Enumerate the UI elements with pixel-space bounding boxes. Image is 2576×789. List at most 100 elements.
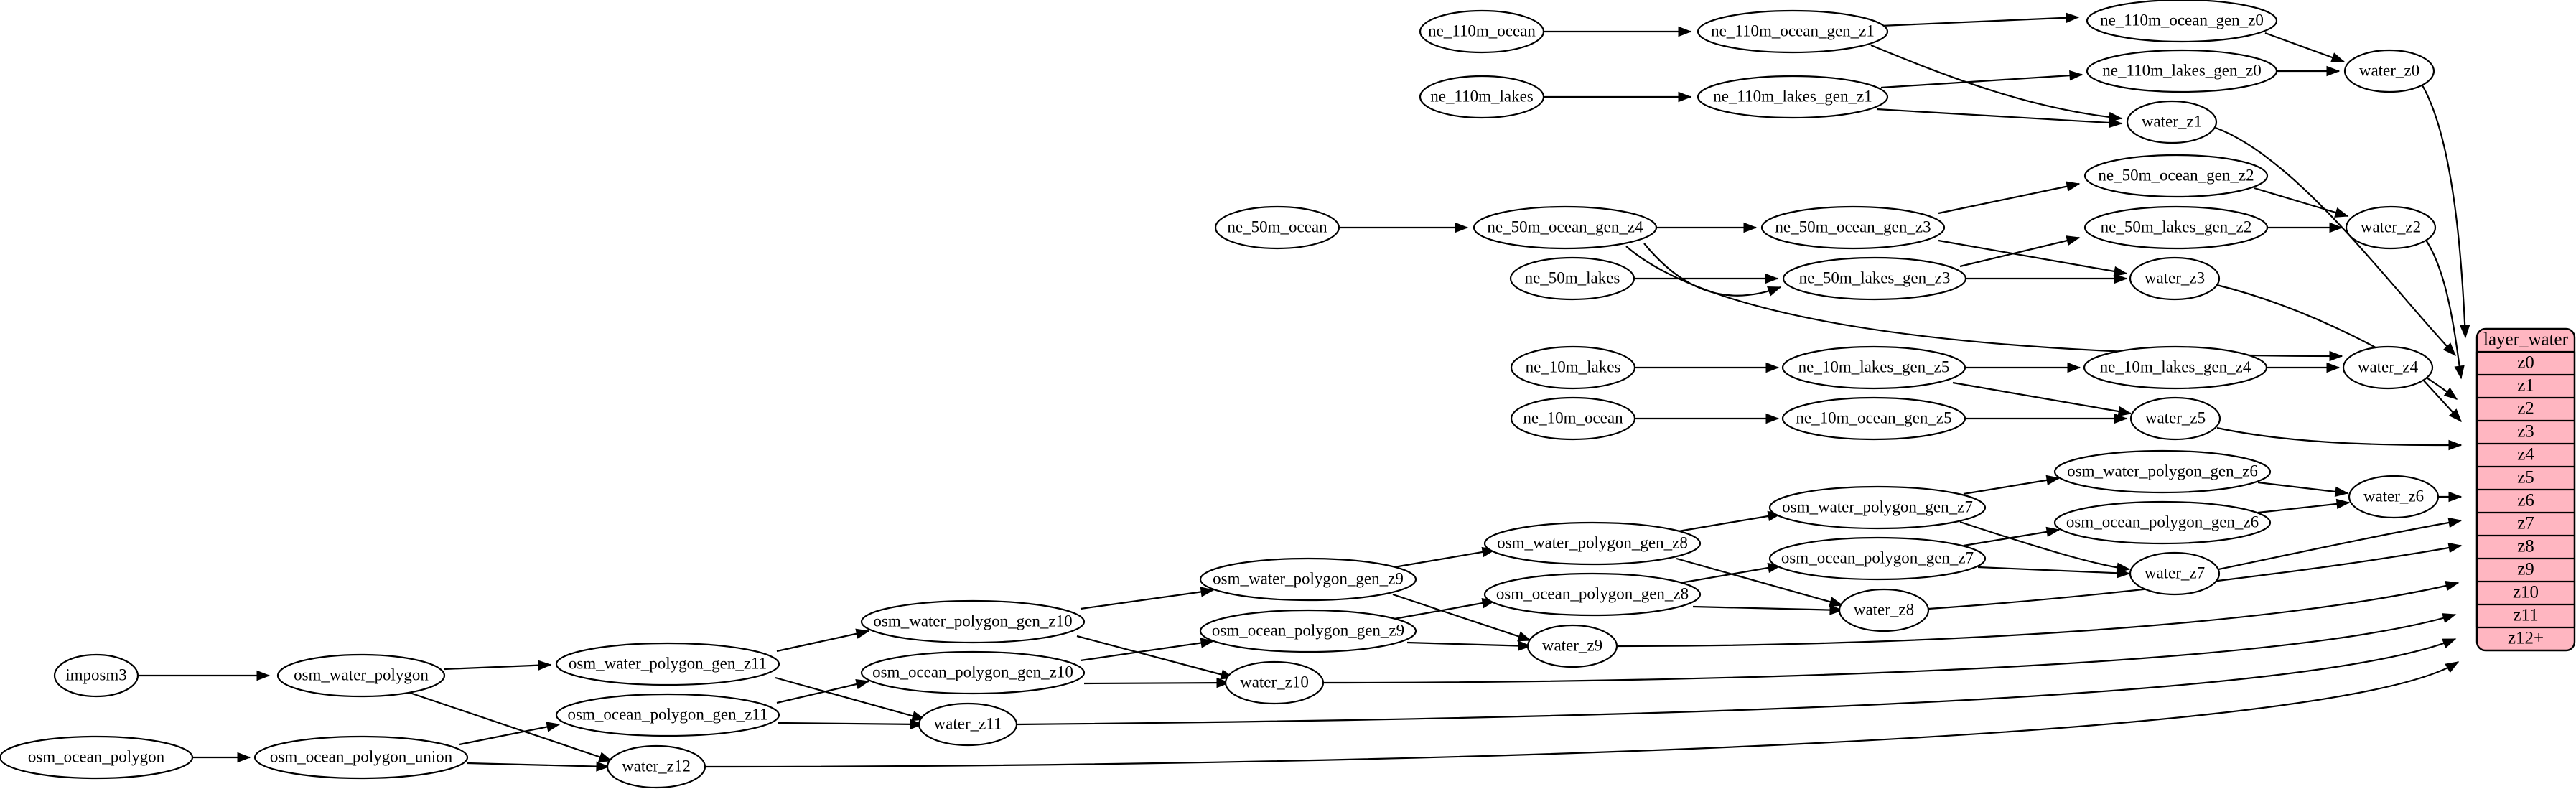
node-water_z0[interactable]: water_z0 <box>2343 49 2435 93</box>
node-ellipse[interactable] <box>1509 256 1635 301</box>
node-water_z1[interactable]: water_z1 <box>2126 100 2218 144</box>
node-osm_ocean_polygon_union[interactable]: osm_ocean_polygon_union <box>253 735 469 780</box>
node-osm_water_polygon_gen_z9[interactable]: osm_water_polygon_gen_z9 <box>1199 557 1417 602</box>
node-osm_ocean_polygon[interactable]: osm_ocean_polygon <box>0 735 194 780</box>
node-ellipse[interactable] <box>606 744 706 789</box>
node-osm_ocean_polygon_gen_z8[interactable]: osm_ocean_polygon_gen_z8 <box>1483 572 1702 617</box>
node-ellipse[interactable] <box>1224 660 1325 705</box>
node-water_z12[interactable]: water_z12 <box>606 744 706 789</box>
node-ellipse[interactable] <box>1199 609 1417 653</box>
node-ne_50m_ocean_gen_z3[interactable]: ne_50m_ocean_gen_z3 <box>1760 205 1946 250</box>
node-ellipse[interactable] <box>2083 154 2269 198</box>
node-water_z9[interactable]: water_z9 <box>1526 624 1618 668</box>
node-ne_110m_lakes_gen_z1[interactable]: ne_110m_lakes_gen_z1 <box>1697 75 1889 119</box>
node-ellipse[interactable] <box>2129 551 2221 596</box>
node-ellipse[interactable] <box>2129 256 2221 301</box>
node-ellipse[interactable] <box>1768 536 1987 581</box>
node-ellipse[interactable] <box>1510 396 1636 441</box>
node-ne_50m_lakes_gen_z2[interactable]: ne_50m_lakes_gen_z2 <box>2083 205 2269 250</box>
table-row-z12+[interactable]: z12+ <box>2508 629 2544 648</box>
node-imposm3[interactable]: imposm3 <box>53 653 139 698</box>
node-ne_10m_lakes_gen_z4[interactable]: ne_10m_lakes_gen_z4 <box>2083 345 2268 390</box>
node-ellipse[interactable] <box>1214 205 1340 250</box>
node-ellipse[interactable] <box>2053 449 2272 494</box>
node-ellipse[interactable] <box>2126 100 2218 144</box>
node-ellipse[interactable] <box>253 735 469 780</box>
node-water_z8[interactable]: water_z8 <box>1838 588 1930 632</box>
table-row-z7[interactable]: z7 <box>2517 514 2534 533</box>
node-ellipse[interactable] <box>0 735 194 780</box>
node-ne_50m_lakes[interactable]: ne_50m_lakes <box>1509 256 1635 301</box>
node-ne_110m_lakes[interactable]: ne_110m_lakes <box>1419 75 1545 119</box>
table-row-z3[interactable]: z3 <box>2517 422 2534 442</box>
node-water_z11[interactable]: water_z11 <box>918 702 1018 747</box>
node-ellipse[interactable] <box>1838 588 1930 632</box>
node-osm_ocean_polygon_gen_z7[interactable]: osm_ocean_polygon_gen_z7 <box>1768 536 1987 581</box>
node-ellipse[interactable] <box>2086 49 2278 93</box>
table-row-z4[interactable]: z4 <box>2517 445 2534 464</box>
table-row-z6[interactable]: z6 <box>2517 491 2534 510</box>
node-ne_10m_lakes[interactable]: ne_10m_lakes <box>1510 345 1636 390</box>
node-ellipse[interactable] <box>1781 396 1966 441</box>
node-ellipse[interactable] <box>1483 521 1702 566</box>
table-row-z9[interactable]: z9 <box>2517 560 2534 579</box>
node-osm_ocean_polygon_gen_z6[interactable]: osm_ocean_polygon_gen_z6 <box>2053 500 2272 545</box>
node-ellipse[interactable] <box>555 642 780 686</box>
node-ellipse[interactable] <box>555 693 780 737</box>
node-ellipse[interactable] <box>2086 0 2278 43</box>
node-ellipse[interactable] <box>860 599 1086 644</box>
node-ne_10m_lakes_gen_z5[interactable]: ne_10m_lakes_gen_z5 <box>1781 345 1966 390</box>
node-ellipse[interactable] <box>2343 49 2435 93</box>
node-ne_10m_ocean[interactable]: ne_10m_ocean <box>1510 396 1636 441</box>
node-osm_ocean_polygon_gen_z11[interactable]: osm_ocean_polygon_gen_z11 <box>555 693 780 737</box>
node-ellipse[interactable] <box>1526 624 1618 668</box>
node-ellipse[interactable] <box>1781 345 1966 390</box>
layer-water-table[interactable]: layer_waterz0z1z2z3z4z5z6z7z8z9z10z11z12… <box>2475 327 2576 652</box>
node-water_z6[interactable]: water_z6 <box>2348 475 2440 519</box>
node-ellipse[interactable] <box>1419 9 1545 54</box>
node-ne_110m_lakes_gen_z0[interactable]: ne_110m_lakes_gen_z0 <box>2086 49 2278 93</box>
table-row-z10[interactable]: z10 <box>2513 583 2539 602</box>
node-ellipse[interactable] <box>1782 256 1967 301</box>
node-ellipse[interactable] <box>1419 75 1545 119</box>
node-osm_water_polygon_gen_z8[interactable]: osm_water_polygon_gen_z8 <box>1483 521 1702 566</box>
table-row-z5[interactable]: z5 <box>2517 468 2534 487</box>
table-row-z0[interactable]: z0 <box>2517 353 2534 373</box>
node-water_z7[interactable]: water_z7 <box>2129 551 2221 596</box>
node-ellipse[interactable] <box>1510 345 1636 390</box>
node-ne_50m_ocean_gen_z4[interactable]: ne_50m_ocean_gen_z4 <box>1473 205 1658 250</box>
node-ne_110m_ocean_gen_z0[interactable]: ne_110m_ocean_gen_z0 <box>2086 0 2278 43</box>
table-row-z1[interactable]: z1 <box>2517 376 2534 396</box>
node-osm_ocean_polygon_gen_z9[interactable]: osm_ocean_polygon_gen_z9 <box>1199 609 1417 653</box>
node-water_z4[interactable]: water_z4 <box>2342 345 2434 390</box>
node-ellipse[interactable] <box>2345 205 2437 250</box>
table-row-z2[interactable]: z2 <box>2517 399 2534 419</box>
node-ellipse[interactable] <box>276 653 446 698</box>
node-ne_50m_ocean[interactable]: ne_50m_ocean <box>1214 205 1340 250</box>
node-ellipse[interactable] <box>2053 500 2272 545</box>
node-ellipse[interactable] <box>860 650 1086 695</box>
node-ne_50m_ocean_gen_z2[interactable]: ne_50m_ocean_gen_z2 <box>2083 154 2269 198</box>
node-ellipse[interactable] <box>1199 557 1417 602</box>
node-osm_water_polygon_gen_z6[interactable]: osm_water_polygon_gen_z6 <box>2053 449 2272 494</box>
node-ellipse[interactable] <box>1760 205 1946 250</box>
table-row-z11[interactable]: z11 <box>2513 606 2538 625</box>
node-ellipse[interactable] <box>2342 345 2434 390</box>
node-ellipse[interactable] <box>2083 205 2269 250</box>
node-water_z2[interactable]: water_z2 <box>2345 205 2437 250</box>
node-ellipse[interactable] <box>1483 572 1702 617</box>
node-osm_ocean_polygon_gen_z10[interactable]: osm_ocean_polygon_gen_z10 <box>860 650 1086 695</box>
node-ellipse[interactable] <box>918 702 1018 747</box>
node-osm_water_polygon[interactable]: osm_water_polygon <box>276 653 446 698</box>
node-ne_110m_ocean_gen_z1[interactable]: ne_110m_ocean_gen_z1 <box>1697 9 1889 54</box>
node-ellipse[interactable] <box>2348 475 2440 519</box>
node-ne_110m_ocean[interactable]: ne_110m_ocean <box>1419 9 1545 54</box>
table-row-z8[interactable]: z8 <box>2517 537 2534 556</box>
node-osm_water_polygon_gen_z10[interactable]: osm_water_polygon_gen_z10 <box>860 599 1086 644</box>
node-ellipse[interactable] <box>1697 75 1889 119</box>
node-water_z3[interactable]: water_z3 <box>2129 256 2221 301</box>
node-ellipse[interactable] <box>1473 205 1658 250</box>
node-ellipse[interactable] <box>1697 9 1889 54</box>
node-ellipse[interactable] <box>2129 396 2221 441</box>
node-osm_water_polygon_gen_z11[interactable]: osm_water_polygon_gen_z11 <box>555 642 780 686</box>
